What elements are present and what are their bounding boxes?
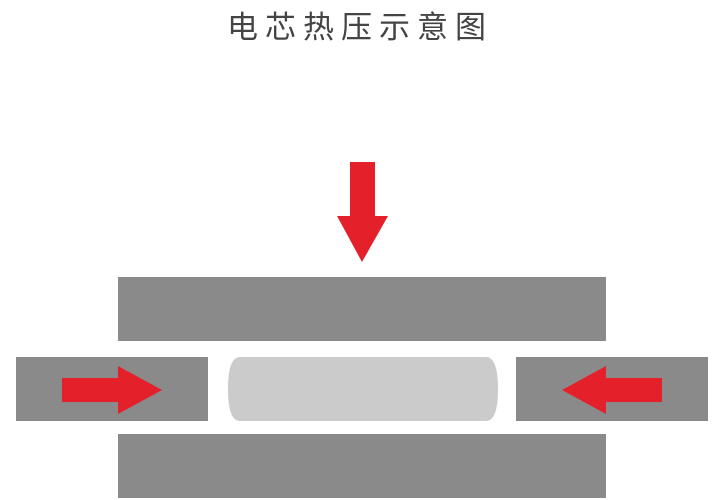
down-arrow-icon bbox=[337, 162, 388, 262]
battery-cell bbox=[228, 357, 498, 421]
right-arrow-icon bbox=[62, 366, 162, 414]
diagram-title: 电芯热压示意图 bbox=[227, 10, 493, 46]
bottom-press-plate bbox=[118, 434, 606, 498]
top-press-plate bbox=[118, 277, 606, 341]
left-arrow-icon bbox=[562, 366, 662, 414]
